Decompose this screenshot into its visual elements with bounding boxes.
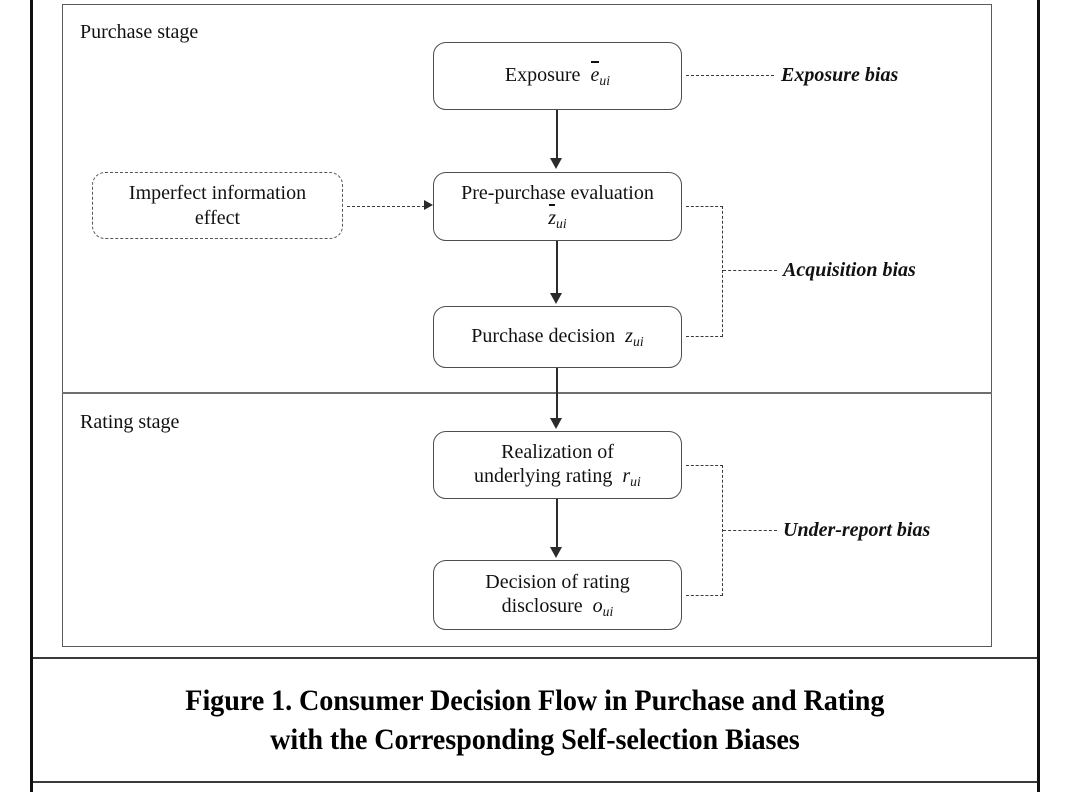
figure-caption-line2: with the Corresponding Self-selection Bi… [270,723,800,756]
figure-caption-line1: Figure 1. Consumer Decision Flow in Purc… [185,684,885,717]
node-realization-text: Realization of underlying rating rui [474,440,641,491]
prepurchase-symbol-subscript: ui [556,215,567,231]
underreport-bracket-vertical [722,465,723,596]
stage-divider-line [62,392,992,395]
label-exposure-bias: Exposure bias [781,64,899,86]
arrow-purchase-decision-to-realization-head [550,418,562,429]
node-purchase-decision-symbol: zui [620,324,644,349]
node-realization-symbol: rui [617,465,641,489]
node-purchase-decision[interactable]: Purchase decision zui [433,306,682,368]
underreport-bracket-bottom [686,595,723,596]
dashed-arrow-imperfect-to-prepurchase [347,206,425,207]
arrow-prepurchase-to-purchase-decision-line [556,241,558,295]
node-disclosure-line1: Decision of rating [485,570,630,593]
node-imperfect-information-effect[interactable]: Imperfect information effect [92,172,343,239]
figure-caption-box: Figure 1. Consumer Decision Flow in Purc… [33,657,1037,783]
dashed-leader-acquisition-bias [723,270,777,271]
acquisition-bracket-top [686,206,723,207]
node-purchase-decision-text: Purchase decision zui [471,324,643,350]
arrow-purchase-decision-to-realization-line [556,368,558,420]
node-disclosure-line2: disclosure [501,595,583,617]
disclosure-symbol-subscript: ui [602,603,614,619]
figure-caption-rules: Figure 1. Consumer Decision Flow in Purc… [33,657,1037,783]
realization-symbol-subscript: ui [630,473,641,489]
disclosure-symbol-glyph: o [592,595,603,617]
dashed-arrow-imperfect-head [424,200,433,210]
page-rule-left [30,0,33,792]
node-imperfect-line2: effect [194,206,241,229]
node-decision-of-rating-disclosure[interactable]: Decision of rating disclosure oui [433,560,682,630]
node-purchase-decision-label: Purchase decision [471,324,616,347]
acquisition-bracket-vertical [722,206,723,337]
node-prepurchase-line1: Pre-purchase evaluation [461,182,654,205]
arrow-exposure-to-prepurchase-head [550,158,562,169]
prepurchase-symbol-glyph: z [548,204,556,229]
node-pre-purchase-evaluation[interactable]: Pre-purchase evaluation zui [433,172,682,241]
realization-symbol-glyph: r [622,465,631,487]
dashed-leader-underreport-bias [723,530,777,531]
node-realization-of-underlying-rating[interactable]: Realization of underlying rating rui [433,431,682,499]
node-prepurchase-symbol: zui [548,204,567,231]
arrow-realization-to-disclosure-head [550,547,562,558]
node-disclosure-text: Decision of rating disclosure oui [485,570,629,621]
node-disclosure-symbol: oui [588,595,614,619]
dashed-leader-exposure-bias [686,75,774,76]
purchase-decision-symbol-glyph: z [625,324,633,347]
node-imperfect-line1: Imperfect information [128,182,307,205]
node-exposure-symbol: eui [585,61,611,88]
acquisition-bracket-bottom [686,336,723,337]
arrow-prepurchase-to-purchase-decision-head [550,293,562,304]
page-rule-right [1037,0,1040,792]
rating-stage-label: Rating stage [80,411,180,433]
node-imperfect-text: Imperfect information effect [129,181,306,230]
node-exposure-text: Exposure eui [504,61,611,89]
underreport-bracket-top [686,465,723,466]
node-exposure-label: Exposure [504,63,581,86]
arrow-realization-to-disclosure-line [556,499,558,549]
node-realization-line1: Realization of [501,440,614,463]
purchase-stage-label: Purchase stage [80,21,199,43]
label-underreport-bias: Under-report bias [783,519,931,541]
purchase-decision-symbol-subscript: ui [632,333,644,349]
node-prepurchase-text: Pre-purchase evaluation zui [461,181,654,232]
node-realization-line2: underlying rating [474,465,613,487]
label-acquisition-bias: Acquisition bias [783,259,916,281]
arrow-exposure-to-prepurchase-line [556,110,558,160]
exposure-symbol-glyph: e [590,61,600,86]
figure-caption: Figure 1. Consumer Decision Flow in Purc… [185,681,884,759]
node-exposure[interactable]: Exposure eui [433,42,682,110]
exposure-symbol-subscript: ui [599,72,611,88]
